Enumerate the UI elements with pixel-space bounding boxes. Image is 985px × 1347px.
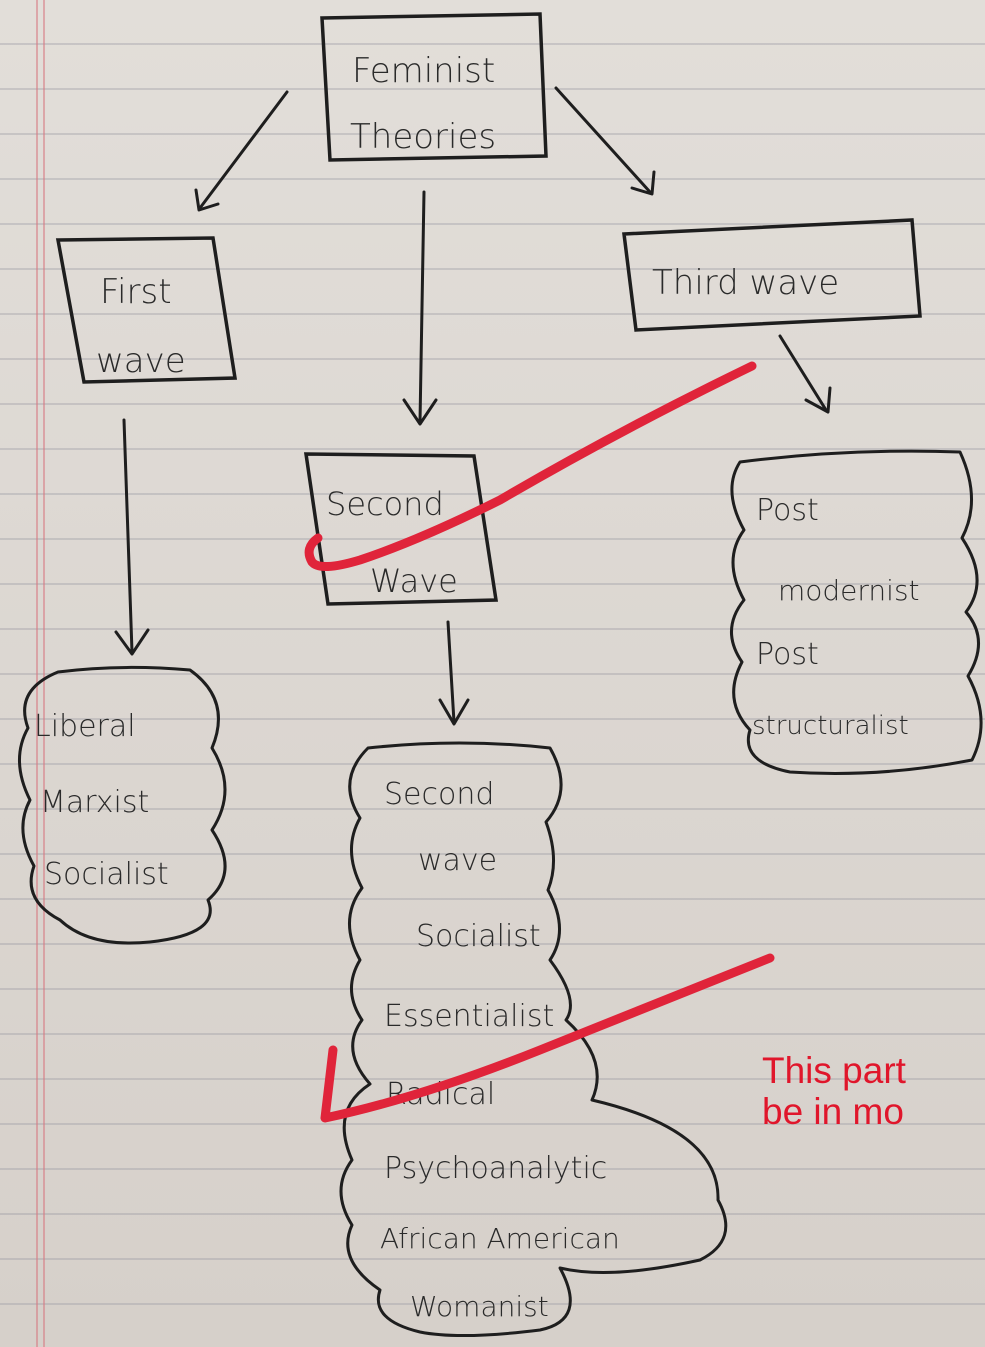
annotation-line1: This part [762,1050,906,1091]
second-wave-arrow [446,620,456,724]
second-wave-item-6: Psychoanalytic [384,1151,607,1186]
root-label-line1: Feminist [352,51,495,91]
second-wave-item-2: wave [418,843,497,878]
third-wave-cloud: Post modernist Post structuralist [730,449,983,775]
first-wave-node: First wave [55,236,238,384]
margin-line [36,0,38,1347]
second-wave-item-7: African American [380,1222,620,1255]
first-wave-label-line2: wave [96,341,186,381]
second-wave-label-line1: Second [326,485,444,523]
red-check-mark-top [304,361,757,571]
first-wave-label-line1: First [100,272,172,312]
second-wave-item-8: Womanist [410,1290,549,1323]
third-wave-item-4: structuralist [752,711,909,741]
third-wave-item-1: Post [756,493,819,528]
second-wave-arrowhead [438,698,470,726]
third-wave-node: Third wave [622,218,922,332]
second-wave-cloud: Second wave Socialist Essentialist Radic… [339,741,728,1338]
annotation-note: This part be in mo [762,1050,985,1132]
first-wave-cloud: Liberal Marxist Socialist [18,665,227,945]
third-wave-arrow [778,334,828,412]
third-wave-label: Third wave [652,263,839,303]
margin-line [43,0,45,1347]
second-wave-node: Second Wave [303,452,499,606]
second-wave-item-3: Socialist [416,919,541,954]
third-wave-arrowhead [804,386,832,414]
first-wave-item-2: Marxist [40,785,149,820]
first-wave-item-1: Liberal [34,709,136,744]
first-wave-arrow [122,418,134,654]
third-wave-item-2: modernist [778,574,920,607]
root-arrows [194,86,656,426]
first-wave-arrowhead [114,628,150,656]
root-label-line2: Theories [350,117,496,157]
third-wave-item-3: Post [756,637,819,672]
first-wave-item-3: Socialist [44,857,169,892]
red-check-mark-bottom [320,953,775,1123]
second-wave-item-4: Essentialist [384,999,554,1034]
second-wave-label-line2: Wave [370,562,458,600]
root-node: Feminist Theories [320,12,548,162]
second-wave-item-1: Second [384,777,494,812]
annotation-line2: be in mo [762,1091,904,1132]
